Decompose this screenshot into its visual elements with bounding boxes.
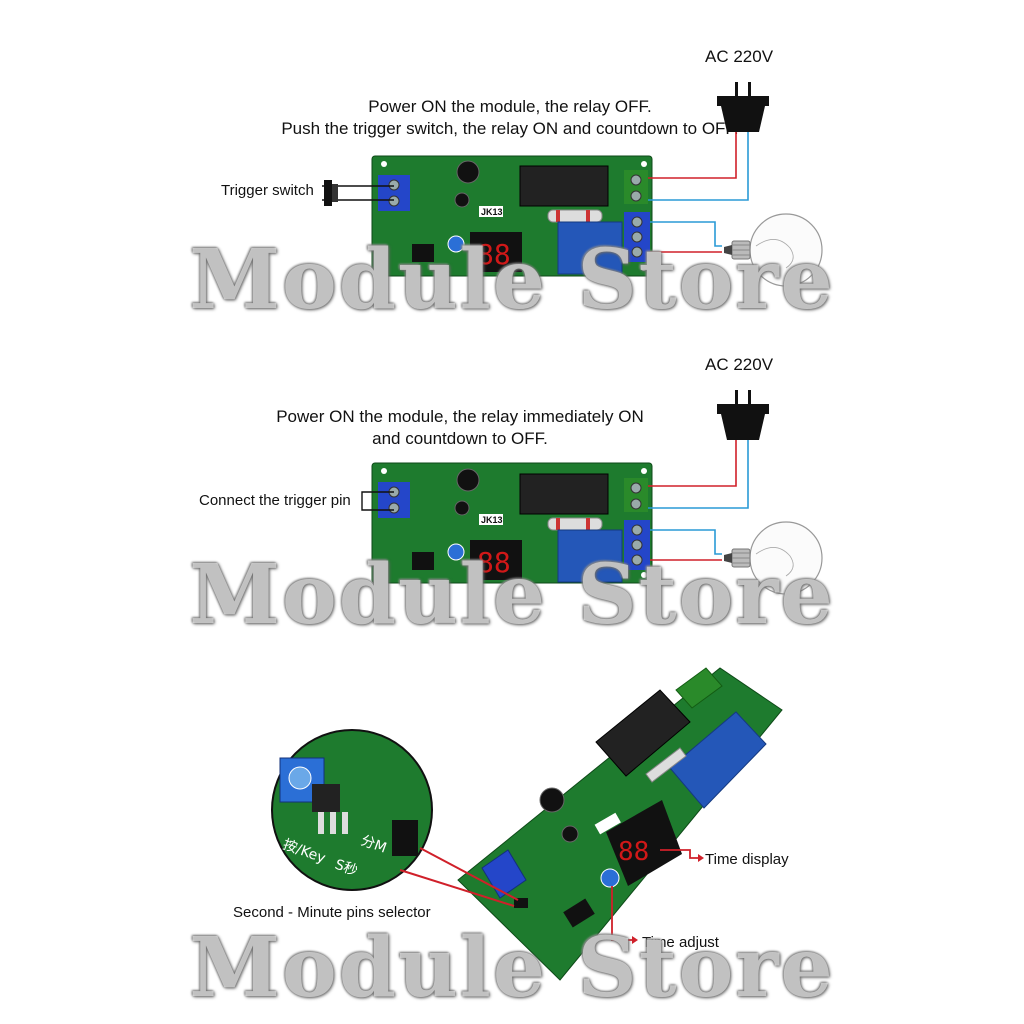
selector-label: Second - Minute pins selector (233, 904, 431, 921)
time-display-label: Time display (705, 851, 789, 868)
ac-label-1: AC 220V (705, 47, 774, 66)
svg-text:JK13: JK13 (481, 515, 503, 525)
timer-board-2: 88 JK13 (371, 462, 653, 584)
transformer-1 (519, 165, 609, 207)
time-adjust-knob (600, 868, 620, 888)
svg-text:JK13: JK13 (481, 207, 503, 217)
time-display (606, 800, 682, 886)
trigger-pin-jumper (361, 491, 394, 511)
timer-board-1: 88 JK13 (371, 155, 653, 277)
caption-1-line-2: Push the trigger switch, the relay ON an… (281, 119, 739, 138)
ac-plug-icon-2 (717, 390, 769, 440)
caption-1: Power ON the module, the relay OFF. Push… (200, 96, 820, 140)
svg-text:88: 88 (477, 238, 511, 271)
watermark-2: Module Store (189, 547, 835, 643)
svg-text:88: 88 (477, 546, 511, 579)
caption-2: Power ON the module, the relay immediate… (200, 406, 720, 450)
timer-board-photo: 88 (457, 667, 783, 981)
relay-1 (557, 221, 623, 275)
caption-2-line-2: and countdown to OFF. (372, 429, 548, 448)
caption-2-line-1: Power ON the module, the relay immediate… (276, 407, 644, 426)
transformer-2 (519, 473, 609, 515)
relay-2 (557, 529, 623, 583)
display-1 (470, 232, 522, 272)
trigger-switch-label: Trigger switch (221, 182, 314, 199)
trigger-pin-label: Connect the trigger pin (199, 492, 351, 509)
display-2 (470, 540, 522, 580)
magnifier-inset: 按/Key S秒 分M (271, 729, 433, 891)
svg-text:88: 88 (618, 837, 649, 867)
time-adjust-label: Time adjust (642, 934, 719, 951)
ac-label-2: AC 220V (705, 355, 774, 374)
svg-text:S秒: S秒 (333, 857, 360, 880)
watermark-1: Module Store (189, 232, 835, 328)
trigger-switch-icon (324, 180, 332, 206)
watermark-3: Module Store (189, 920, 835, 1016)
caption-1-line-1: Power ON the module, the relay OFF. (368, 97, 652, 116)
ac-plug-icon-1 (717, 82, 769, 132)
